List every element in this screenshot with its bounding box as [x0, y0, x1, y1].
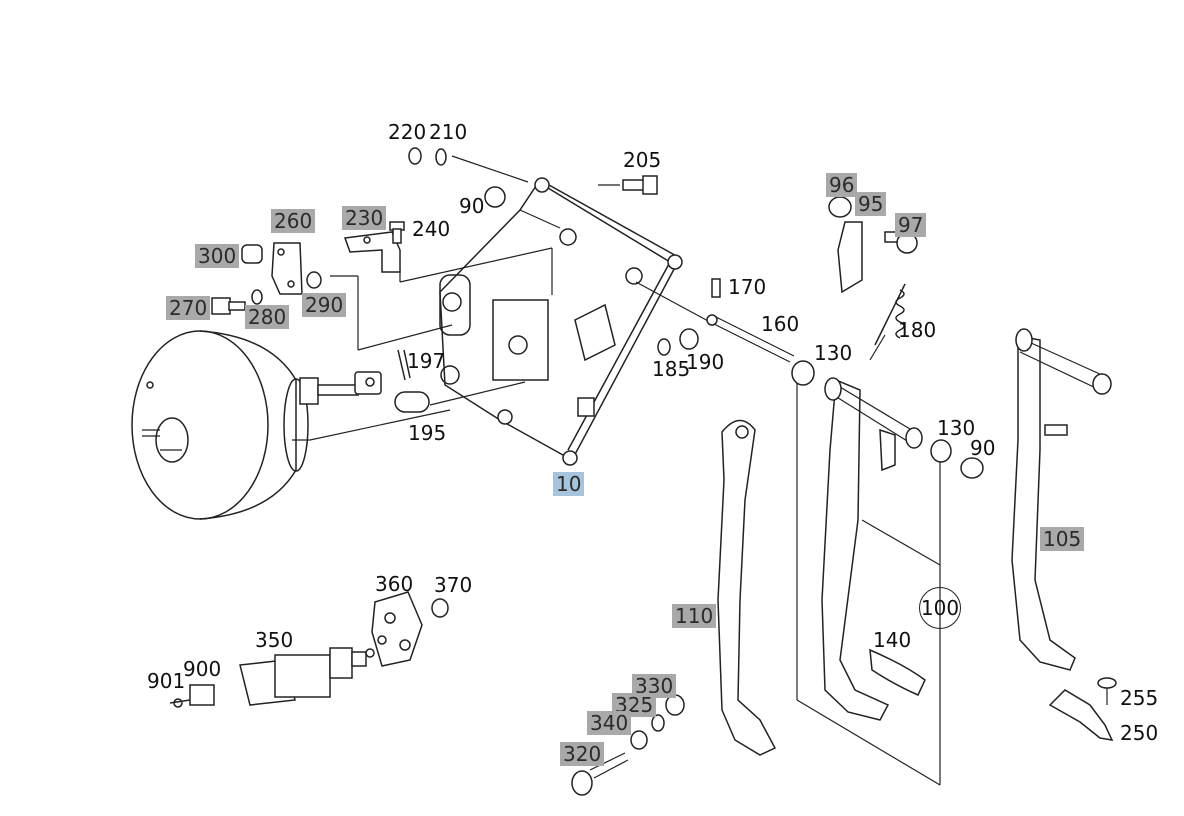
brake-booster-part[interactable]	[131, 330, 382, 520]
bottom-hardware-parts[interactable]	[571, 677, 1117, 796]
callout-260[interactable]: 260	[271, 209, 316, 233]
pedal-110-part[interactable]	[717, 419, 777, 756]
callout-190: 190	[686, 350, 725, 374]
callout-370: 370	[434, 573, 473, 597]
callout-290[interactable]: 290	[302, 293, 347, 317]
callout-280[interactable]: 280	[245, 305, 290, 329]
callout-901: 901	[147, 669, 186, 693]
small-hardware-parts[interactable]	[211, 147, 984, 479]
pedal-brake-part[interactable]	[821, 377, 926, 721]
callout-90-top: 90	[459, 194, 485, 218]
callout-250: 250	[1120, 721, 1159, 745]
callout-300[interactable]: 300	[195, 244, 240, 268]
callout-100-assembly: 100	[919, 587, 961, 629]
callout-110[interactable]: 110	[672, 604, 717, 628]
callout-105[interactable]: 105	[1040, 527, 1085, 551]
pedal-bracket-part[interactable]	[439, 177, 683, 466]
callout-170: 170	[728, 275, 767, 299]
callout-96[interactable]: 96	[826, 173, 858, 197]
callout-140: 140	[873, 628, 912, 652]
callout-230[interactable]: 230	[342, 206, 387, 230]
callout-90-right: 90	[970, 436, 996, 460]
callout-160: 160	[761, 312, 800, 336]
callout-210: 210	[429, 120, 468, 144]
callout-197: 197	[407, 349, 446, 373]
callout-900: 900	[183, 657, 222, 681]
callout-10[interactable]: 10	[553, 472, 585, 496]
callout-195: 195	[408, 421, 447, 445]
callout-320[interactable]: 320	[560, 742, 605, 766]
pedal-105-part[interactable]	[1011, 328, 1112, 671]
stop-light-switch-part[interactable]	[169, 591, 449, 708]
callout-180: 180	[898, 318, 937, 342]
callout-270[interactable]: 270	[166, 296, 211, 320]
callout-130-left: 130	[814, 341, 853, 365]
callout-240: 240	[412, 217, 451, 241]
callout-255: 255	[1120, 686, 1159, 710]
callout-130-right: 130	[937, 416, 976, 440]
callout-360: 360	[375, 572, 414, 596]
callout-205: 205	[623, 148, 662, 172]
callout-220: 220	[388, 120, 427, 144]
leader-lines	[309, 155, 941, 786]
callout-340[interactable]: 340	[587, 711, 632, 735]
callout-350: 350	[255, 628, 294, 652]
callout-185: 185	[652, 357, 691, 381]
callout-95[interactable]: 95	[855, 192, 887, 216]
callout-97[interactable]: 97	[895, 213, 927, 237]
